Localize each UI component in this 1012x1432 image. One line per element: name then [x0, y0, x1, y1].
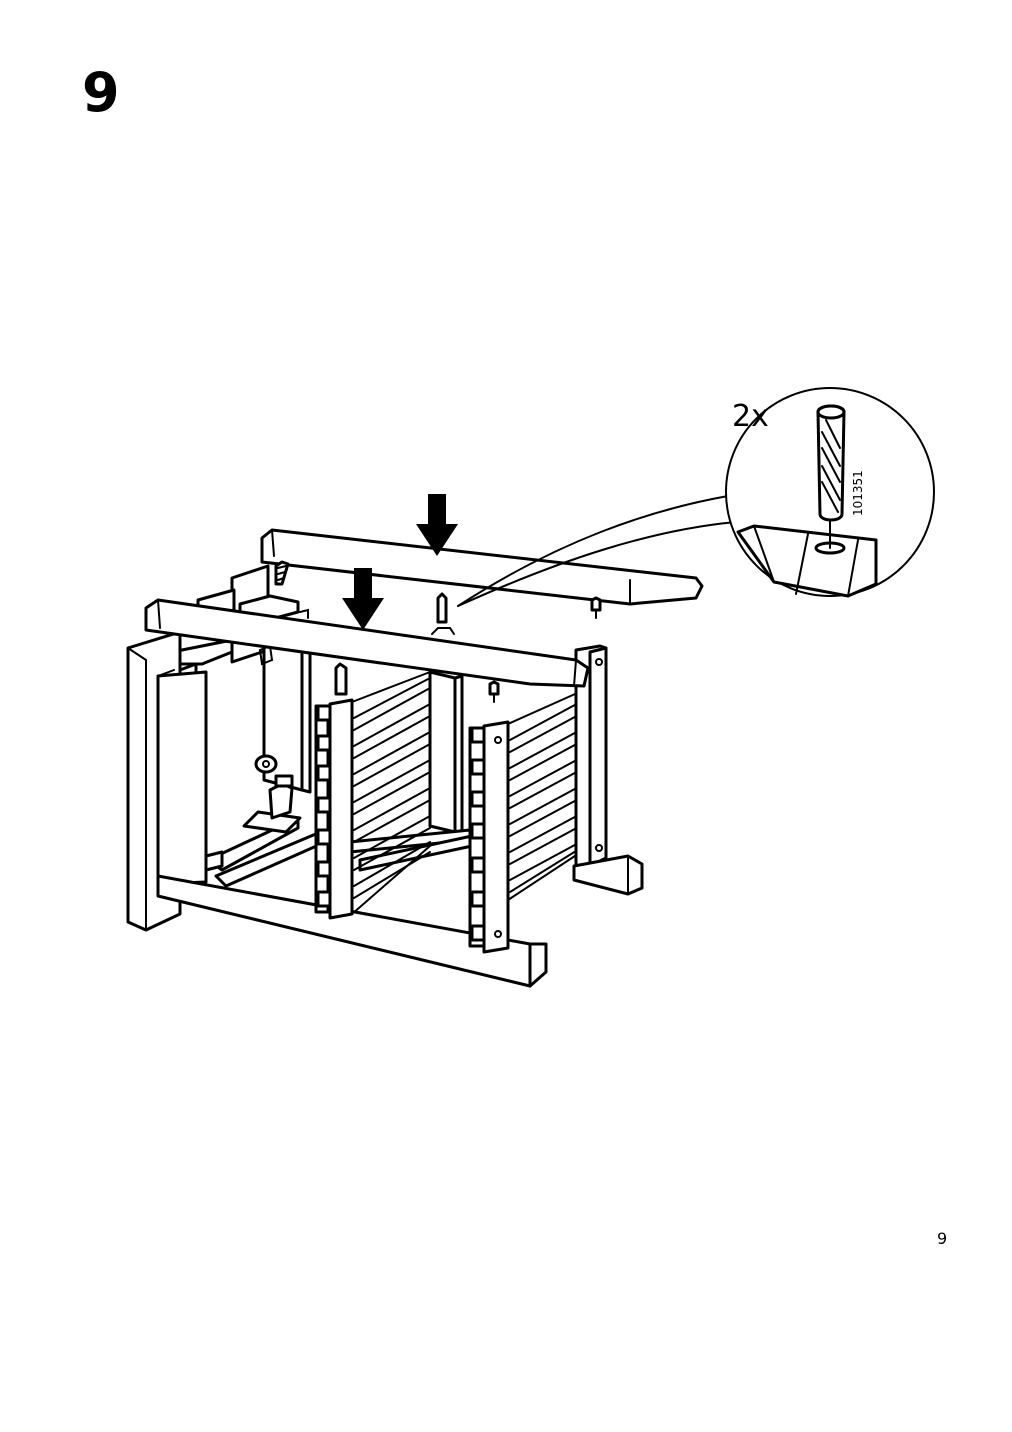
bracket-fitting — [242, 754, 302, 834]
left-side-panel — [126, 630, 208, 932]
slat-panel-left — [314, 671, 431, 920]
right-leg — [572, 644, 644, 896]
dowels — [274, 560, 602, 703]
down-arrow-icon — [342, 568, 384, 630]
slat-panel-right — [468, 689, 585, 954]
down-arrow-icon — [416, 494, 458, 556]
detail-callout — [457, 387, 935, 607]
front-top-rail — [144, 598, 590, 688]
page-number: 9 — [937, 1229, 948, 1248]
front-bottom-rail — [156, 874, 548, 988]
bottom-rails — [206, 816, 474, 888]
part-number: 101351 — [851, 470, 865, 516]
step-number: 9 — [82, 61, 120, 124]
quantity-label: 2x — [732, 399, 769, 434]
rear-top-rail — [260, 528, 704, 606]
